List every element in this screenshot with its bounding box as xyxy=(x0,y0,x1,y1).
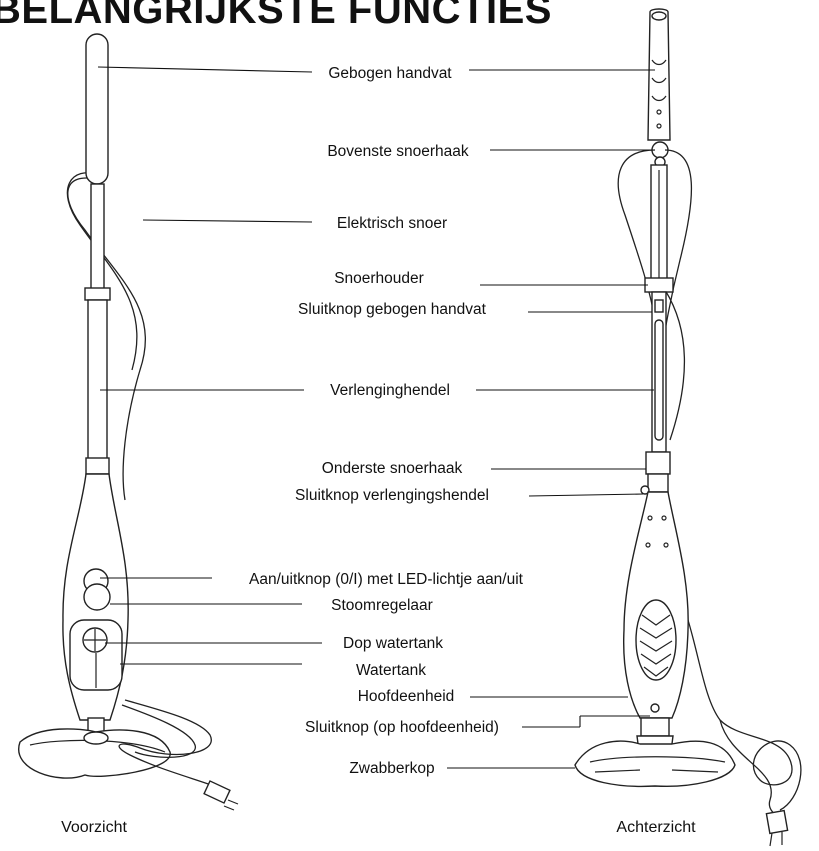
label-bovenste-snoerhaak: Bovenste snoerhaak xyxy=(327,143,469,160)
caption-back-view: Achterzicht xyxy=(616,819,696,836)
label-onderste-snoerhaak: Onderste snoerhaak xyxy=(322,460,463,477)
label-watertank: Watertank xyxy=(356,662,426,679)
page-title: BELANGRIJKSTE FUNCTIES xyxy=(0,0,552,34)
label-stoomregelaar: Stoomregelaar xyxy=(331,597,433,614)
label-dop-watertank: Dop watertank xyxy=(343,635,443,652)
label-zwabberkop: Zwabberkop xyxy=(349,760,434,777)
label-sluitknop-verlengingshendel: Sluitknop verlengingshendel xyxy=(295,487,489,504)
label-aan-uitknop: Aan/uitknop (0/I) met LED-lichtje aan/ui… xyxy=(249,571,524,588)
label-hoofdeenheid: Hoofdeenheid xyxy=(358,688,455,705)
caption-front-view: Voorzicht xyxy=(61,819,127,836)
label-snoerhouder: Snoerhouder xyxy=(334,270,424,287)
label-elektrisch-snoer: Elektrisch snoer xyxy=(337,215,447,232)
front-view-illustration xyxy=(19,34,238,810)
label-verlenginghendel: Verlenginghendel xyxy=(330,382,450,399)
label-sluitknop-hoofdeenheid: Sluitknop (op hoofdeenheid) xyxy=(305,719,499,736)
label-sluitknop-gebogen-handvat: Sluitknop gebogen handvat xyxy=(298,301,487,318)
label-gebogen-handvat: Gebogen handvat xyxy=(328,65,452,82)
labels: Gebogen handvat Bovenste snoerhaak Elekt… xyxy=(249,65,524,777)
back-view-illustration xyxy=(575,9,801,846)
